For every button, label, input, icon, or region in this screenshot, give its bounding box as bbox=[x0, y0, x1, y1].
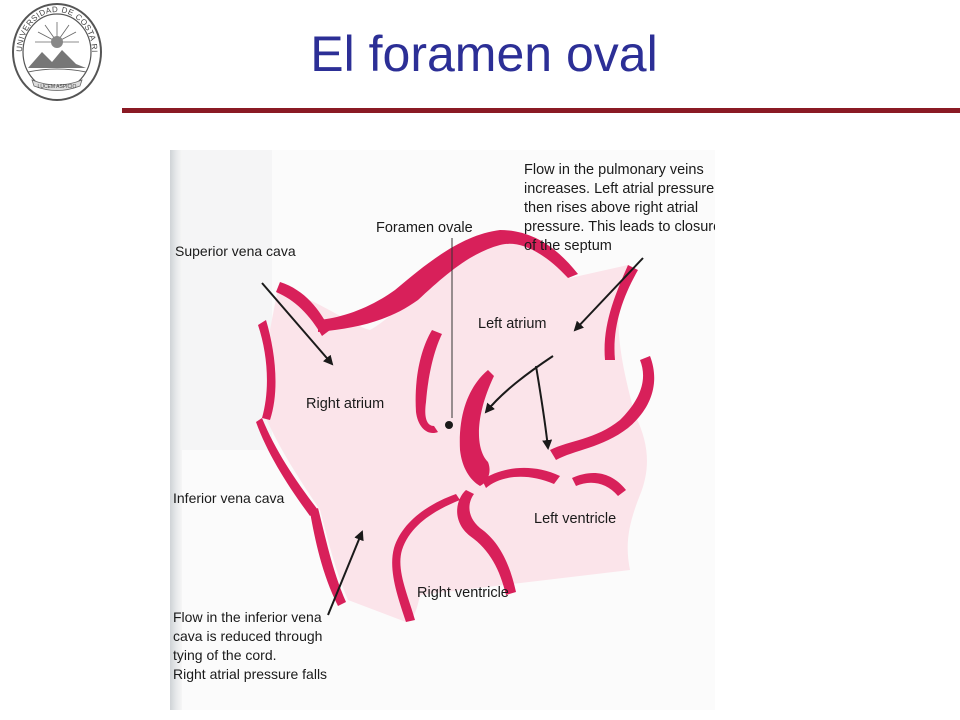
annotation-ivc-line: tying of the cord. bbox=[173, 647, 277, 663]
pulmonary-flow-arrow bbox=[573, 257, 644, 332]
label-inferior-vena-cava: Inferior vena cava bbox=[173, 490, 284, 506]
left-atrium-wall bbox=[318, 230, 578, 332]
label-right-atrium: Right atrium bbox=[306, 396, 384, 412]
annotation-pulmonary-line: pressure. This leads to closure bbox=[524, 219, 715, 235]
annotation-pulmonary-line: of the septum bbox=[524, 238, 612, 254]
label-left-atrium: Left atrium bbox=[478, 316, 547, 332]
scan-page-edge bbox=[170, 150, 182, 710]
septum-primum bbox=[415, 330, 442, 434]
annotation-pulmonary-line: then rises above right atrial bbox=[524, 200, 698, 216]
left-atrium-lower-wall bbox=[604, 265, 638, 360]
annotation-pulmonary-line: Flow in the pulmonary veins bbox=[524, 162, 704, 178]
annotation-pulmonary-flow: Flow in the pulmonary veins increases. L… bbox=[524, 162, 715, 254]
foramen-ovale-diagram: Foramen ovale Superior vena cava Right a… bbox=[170, 150, 715, 710]
annotation-ivc-line: Right atrial pressure falls bbox=[173, 666, 327, 682]
annotation-ivc-line: cava is reduced through bbox=[173, 628, 322, 644]
ivc-flow-arrow bbox=[327, 530, 364, 616]
slide-title: El foramen oval bbox=[310, 26, 658, 82]
annotation-pulmonary-line: increases. Left atrial pressure bbox=[524, 181, 714, 197]
superior-vena-cava-wall-inner bbox=[258, 320, 276, 420]
left-to-right-shunt-arrow bbox=[484, 355, 554, 414]
superior-vena-cava-wall bbox=[276, 282, 330, 336]
bleed-through-text-area bbox=[182, 150, 272, 450]
label-superior-vena-cava: Superior vena cava bbox=[175, 243, 296, 259]
heart-chambers bbox=[266, 240, 647, 622]
right-atrium-wall bbox=[256, 418, 318, 516]
mitral-flap bbox=[482, 467, 560, 488]
ventricular-septum bbox=[457, 490, 516, 595]
mitral-flow-arrow bbox=[535, 365, 553, 450]
septum-secundum bbox=[459, 370, 494, 486]
seal-motto: LUCEM ASPICIO bbox=[38, 84, 77, 90]
university-seal-logo: UNIVERSIDAD DE COSTA RICA LUCEM ASPICIO bbox=[10, 2, 102, 101]
inferior-vena-cava-wall bbox=[310, 508, 346, 606]
annotation-ivc-flow: Flow in the inferior vena cava is reduce… bbox=[173, 609, 327, 682]
annotation-ivc-line: Flow in the inferior vena bbox=[173, 609, 322, 625]
left-ventricle-wall bbox=[550, 356, 655, 460]
title-divider bbox=[122, 108, 960, 113]
label-foramen-ovale: Foramen ovale bbox=[376, 220, 473, 236]
label-left-ventricle: Left ventricle bbox=[534, 511, 616, 527]
right-ventricle-wall bbox=[392, 494, 460, 622]
svc-flow-arrow bbox=[261, 282, 334, 366]
label-right-ventricle: Right ventricle bbox=[417, 585, 509, 601]
left-ventricle-apex-wall bbox=[572, 473, 626, 496]
foramen-ovale-dot bbox=[445, 421, 453, 429]
